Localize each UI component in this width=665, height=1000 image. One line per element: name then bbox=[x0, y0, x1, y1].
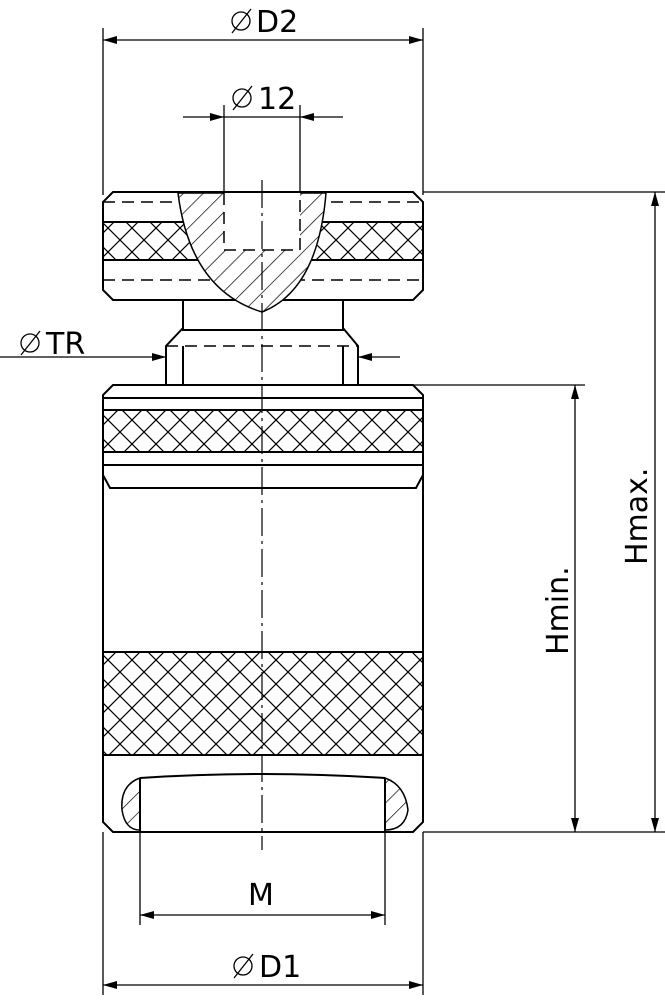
label-hmax: Hmax. bbox=[620, 468, 655, 565]
swivel-head bbox=[102, 191, 424, 385]
label-d1: D1 bbox=[259, 950, 301, 985]
dimension-hmin: Hmin. bbox=[413, 384, 665, 833]
dimension-hmax: Hmax. bbox=[423, 191, 665, 832]
dimension-d1: D1 bbox=[102, 832, 424, 995]
label-m: M bbox=[248, 878, 274, 913]
label-hmin: Hmin. bbox=[541, 566, 576, 655]
dimension-d2: D2 bbox=[102, 5, 424, 195]
dimension-m: M bbox=[139, 832, 386, 925]
label-tr: TR bbox=[45, 327, 85, 362]
label-12: 12 bbox=[258, 82, 296, 117]
dimension-12: 12 bbox=[183, 82, 343, 193]
label-d2: D2 bbox=[256, 5, 298, 40]
dimension-tr: TR bbox=[0, 327, 400, 362]
base-body bbox=[102, 384, 424, 833]
